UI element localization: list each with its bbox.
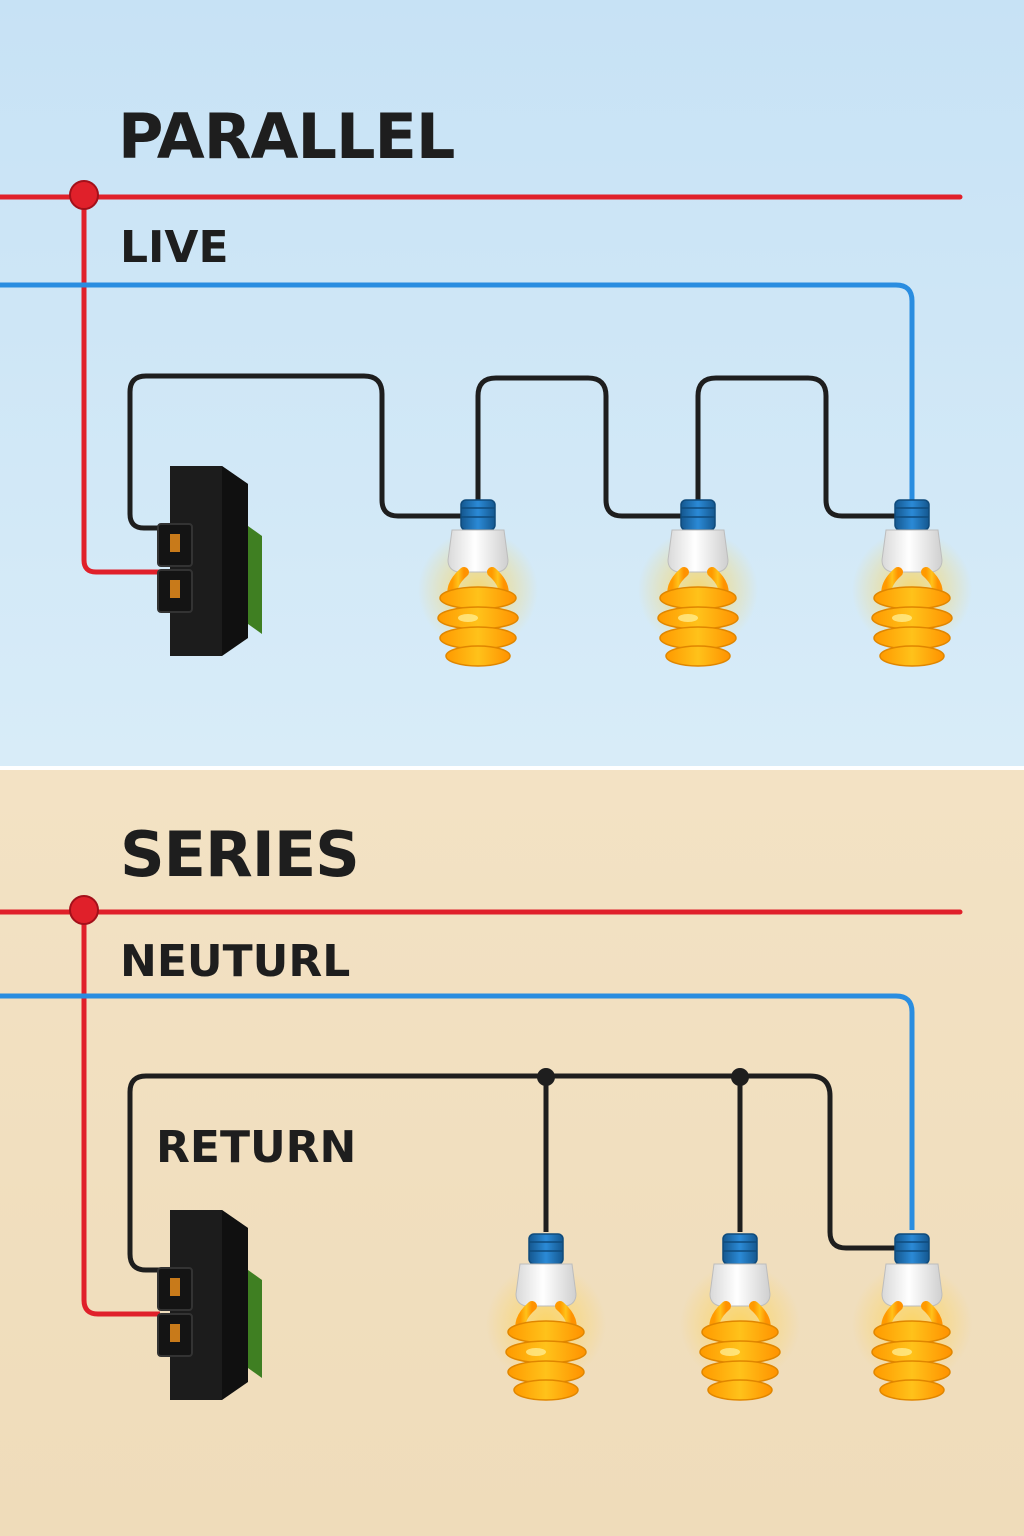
rocker-switch-icon[interactable]: [157, 465, 263, 657]
series-circuit: [0, 895, 972, 1401]
junction-node-icon: [731, 1068, 749, 1086]
panel-divider: [0, 766, 1024, 770]
neutral-wire-label: NEUTURL: [120, 936, 351, 987]
series-panel-background: [0, 770, 1024, 1536]
return-wire: [127, 373, 912, 531]
live-drop-wire: [81, 197, 160, 575]
rocker-switch-icon[interactable]: [157, 1209, 263, 1401]
junction-node-icon: [537, 1068, 555, 1086]
neutral-wire: [0, 993, 915, 1230]
live-wire-label: LIVE: [120, 222, 229, 273]
neutral-wire: [0, 282, 915, 500]
return-wire-label: RETURN: [156, 1122, 357, 1173]
parallel-circuit: [0, 180, 972, 666]
junction-node-icon: [69, 180, 99, 210]
live-drop-wire: [81, 912, 160, 1317]
parallel-title: PARALLEL: [118, 100, 455, 173]
series-title: SERIES: [120, 818, 360, 891]
junction-node-icon: [69, 895, 99, 925]
return-wire: [127, 1073, 912, 1273]
